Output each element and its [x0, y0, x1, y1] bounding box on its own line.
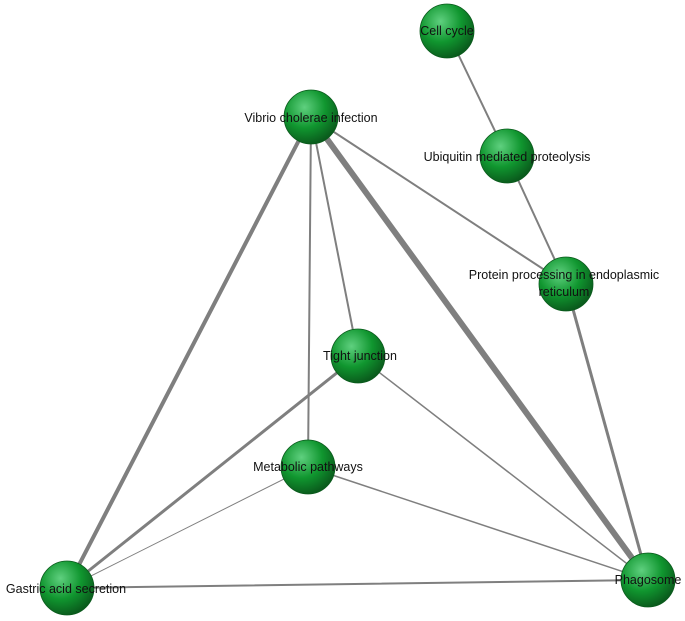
node-label-vibrio: Vibrio cholerae infection: [244, 111, 377, 125]
edge-vibrio-protein_processing: [310, 116, 567, 285]
node-gastric[interactable]: [39, 560, 95, 616]
edge-protein_processing-phagosome: [564, 282, 650, 582]
edge-metabolic-gastric: [66, 466, 309, 589]
node-cell-cycle[interactable]: [419, 3, 475, 59]
node-label-gastric: Gastric acid secretion: [6, 582, 126, 596]
node-tight-junction[interactable]: [330, 328, 386, 384]
node-label-cell-cycle: Cell cycle: [420, 24, 474, 38]
edge-gastric-phagosome: [66, 579, 649, 589]
edge-vibrio-gastric: [65, 115, 313, 590]
edge-vibrio-tight_junction: [310, 116, 359, 357]
edge-tight_junction-gastric: [65, 354, 360, 590]
node-metabolic[interactable]: [280, 439, 336, 495]
node-label-phagosome: Phagosome: [615, 573, 682, 587]
node-protein-processing[interactable]: [538, 256, 594, 312]
node-ubiquitin[interactable]: [479, 128, 535, 184]
node-vibrio[interactable]: [283, 89, 339, 145]
edge-vibrio-phagosome: [308, 114, 651, 583]
edge-metabolic-phagosome: [307, 466, 649, 581]
node-phagosome[interactable]: [620, 552, 676, 608]
nodes-layer: [39, 3, 676, 616]
edge-tight_junction-phagosome: [357, 355, 649, 581]
node-label-ubiquitin: Ubiquitin mediated proteolysis: [424, 150, 591, 164]
edge-vibrio-metabolic: [307, 116, 312, 468]
edges-layer: [65, 30, 651, 590]
node-label-tight-junction: Tight junction: [323, 349, 397, 363]
node-label-metabolic: Metabolic pathways: [253, 460, 363, 474]
